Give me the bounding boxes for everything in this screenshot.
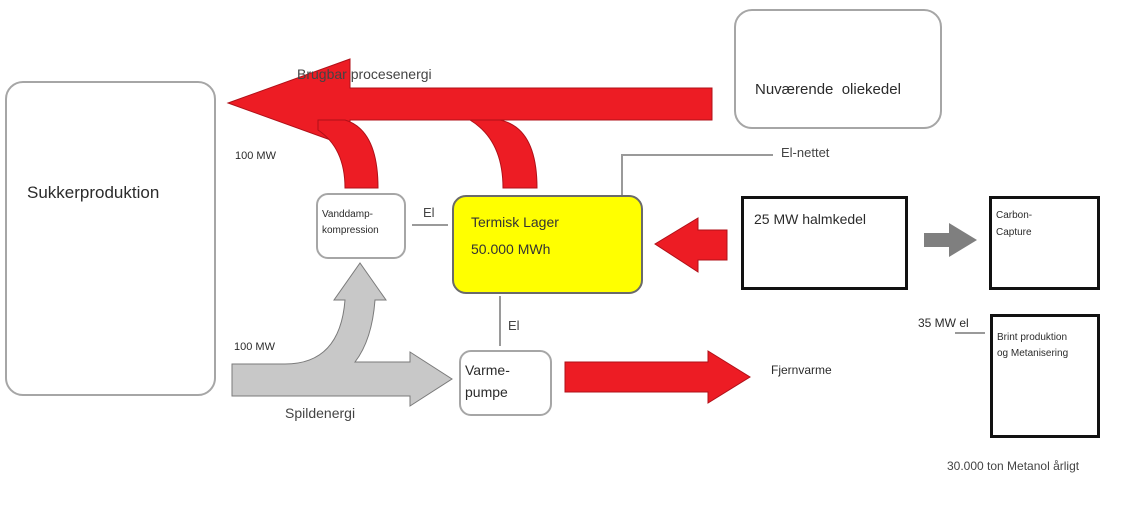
carbon-capture-label-line1: Carbon- (996, 210, 1033, 221)
heat-pump-label-line2: pumpe (465, 384, 508, 400)
electricity-input-label: 35 MW el (918, 316, 969, 330)
sugar-production-node: Sukkerproduktion (5, 81, 216, 396)
grid-line (621, 154, 773, 195)
heat-pump-label-line1: Varme- (465, 362, 510, 378)
straw-to-capture-arrow (924, 223, 977, 257)
carbon-capture-label-line2: Capture (996, 227, 1032, 238)
district-heating-label: Fjernvarme (771, 363, 832, 377)
thermal-storage-title: Termisk Lager (471, 214, 559, 230)
vapor-compression-label-line2: kompression (322, 225, 379, 236)
straw-boiler-node: 25 MW halmkedel (741, 196, 908, 290)
thermal-storage-capacity: 50.000 MWh (471, 241, 551, 257)
vapor-compression-label-line1: Vanddamp- (322, 209, 373, 220)
carbon-capture-node: Carbon- Capture (989, 196, 1100, 290)
heat-pump-node: Varme- pumpe (459, 350, 552, 416)
process-energy-mw-label: 100 MW (235, 150, 276, 162)
vapor-compression-node: Vanddamp- kompression (316, 193, 406, 259)
el-compression-label: El (423, 205, 435, 220)
district-heating-arrow (564, 350, 751, 404)
compression-to-process-arrow (317, 119, 379, 189)
oil-boiler-node: Nuværende oliekedel (734, 9, 942, 129)
hydrogen-methanation-label-line2: og Metanisering (997, 348, 1069, 359)
usable-process-energy-label: Brugbar procesenergi (297, 66, 432, 82)
oil-boiler-label: Nuværende oliekedel (755, 81, 901, 98)
methanol-output-label: 30.000 ton Metanol årligt (947, 459, 1080, 473)
hydrogen-methanation-node: Brint produktion og Metanisering (990, 314, 1100, 438)
thermal-storage-node: Termisk Lager 50.000 MWh (452, 195, 643, 294)
waste-energy-label: Spildenergi (285, 405, 356, 421)
straw-to-storage-arrow (654, 217, 728, 273)
el-heatpump-label: El (508, 318, 520, 333)
grid-label: El-nettet (781, 145, 830, 160)
waste-energy-arrow (231, 262, 453, 407)
straw-boiler-label: 25 MW halmkedel (754, 211, 867, 227)
storage-to-process-arrow (468, 119, 538, 189)
waste-energy-mw-label: 100 MW (234, 341, 275, 353)
hydrogen-methanation-label-line1: Brint produktion (997, 332, 1068, 343)
sugar-production-label: Sukkerproduktion (27, 183, 160, 202)
